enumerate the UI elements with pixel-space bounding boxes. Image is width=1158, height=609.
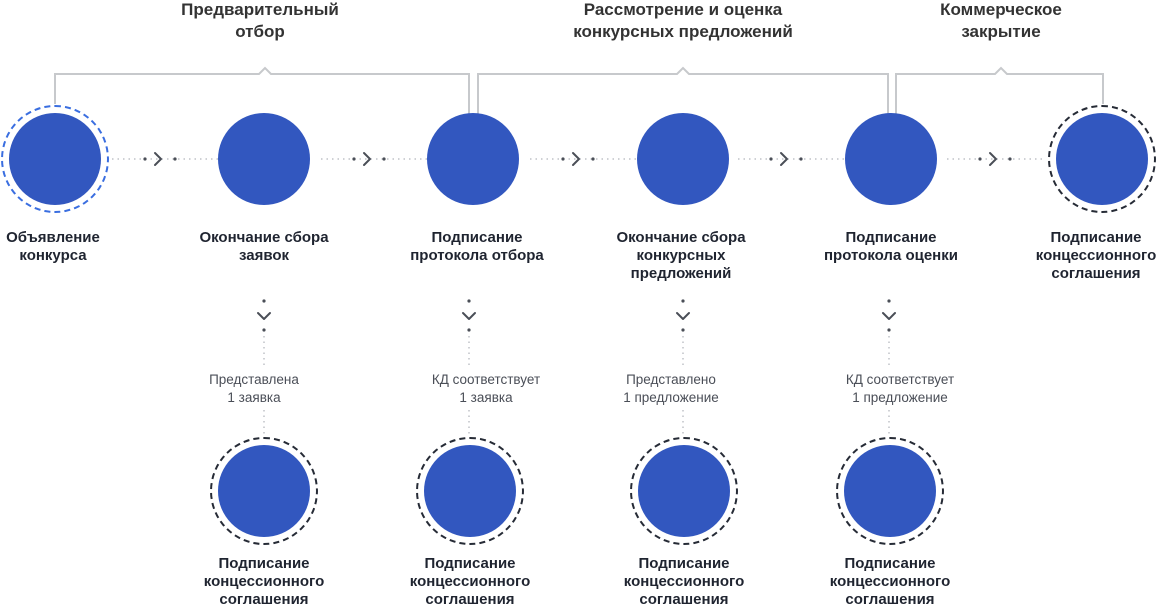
stage-label-agreement: Подписание концессионного соглашения <box>1035 229 1157 282</box>
stage-node-announcement <box>9 113 101 205</box>
stage-node-ring-agreement <box>1048 105 1156 213</box>
stage-node-proposals-closed <box>637 113 729 205</box>
stage-node-ring-announcement <box>1 105 109 213</box>
vertical-arrows <box>257 299 896 332</box>
branch-outcome-label-4: Подписание концессионного соглашения <box>829 555 951 608</box>
stage-label-evaluation-protocol: Подписание протокола оценки <box>824 229 958 264</box>
branch-outcome-label-2: Подписание концессионного соглашения <box>409 555 531 608</box>
phase-bracket-closing <box>895 66 1104 114</box>
phase-bracket-preselection <box>54 66 470 114</box>
vertical-connectors <box>263 336 890 436</box>
branch-node-ring-3 <box>630 437 738 545</box>
branch-node-ring-1 <box>210 437 318 545</box>
branch-outcome-label-3: Подписание концессионного соглашения <box>623 555 745 608</box>
phase-title-closing: Коммерческое закрытие <box>940 0 1062 41</box>
horizontal-arrows <box>143 152 1012 166</box>
stage-node-applications-closed <box>218 113 310 205</box>
branch-node-1 <box>218 445 310 537</box>
phase-title-evaluation: Рассмотрение и оценка конкурсных предлож… <box>573 0 793 41</box>
stage-node-agreement <box>1056 113 1148 205</box>
stage-node-evaluation-protocol <box>845 113 937 205</box>
phase-title-preselection: Предварительный отбор <box>181 0 339 41</box>
branch-outcome-label-1: Подписание концессионного соглашения <box>203 555 325 608</box>
branch-node-ring-4 <box>836 437 944 545</box>
branch-condition-3: Представлено 1 предложение <box>581 371 761 407</box>
phase-bracket-evaluation <box>477 66 889 114</box>
stage-label-selection-protocol: Подписание протокола отбора <box>410 229 544 264</box>
branch-node-4 <box>844 445 936 537</box>
stage-node-selection-protocol <box>427 113 519 205</box>
branch-condition-1: Представлена 1 заявка <box>164 371 344 407</box>
branch-node-2 <box>424 445 516 537</box>
branch-node-3 <box>638 445 730 537</box>
branch-node-ring-2 <box>416 437 524 545</box>
stage-label-proposals-closed: Окончание сбора конкурсных предложений <box>616 229 746 282</box>
branch-condition-2: КД соответствует 1 заявка <box>396 371 576 407</box>
branch-condition-4: КД соответствует 1 предложение <box>810 371 990 407</box>
stage-label-applications-closed: Окончание сбора заявок <box>199 229 329 264</box>
stage-label-announcement: Объявление конкурса <box>6 229 100 264</box>
